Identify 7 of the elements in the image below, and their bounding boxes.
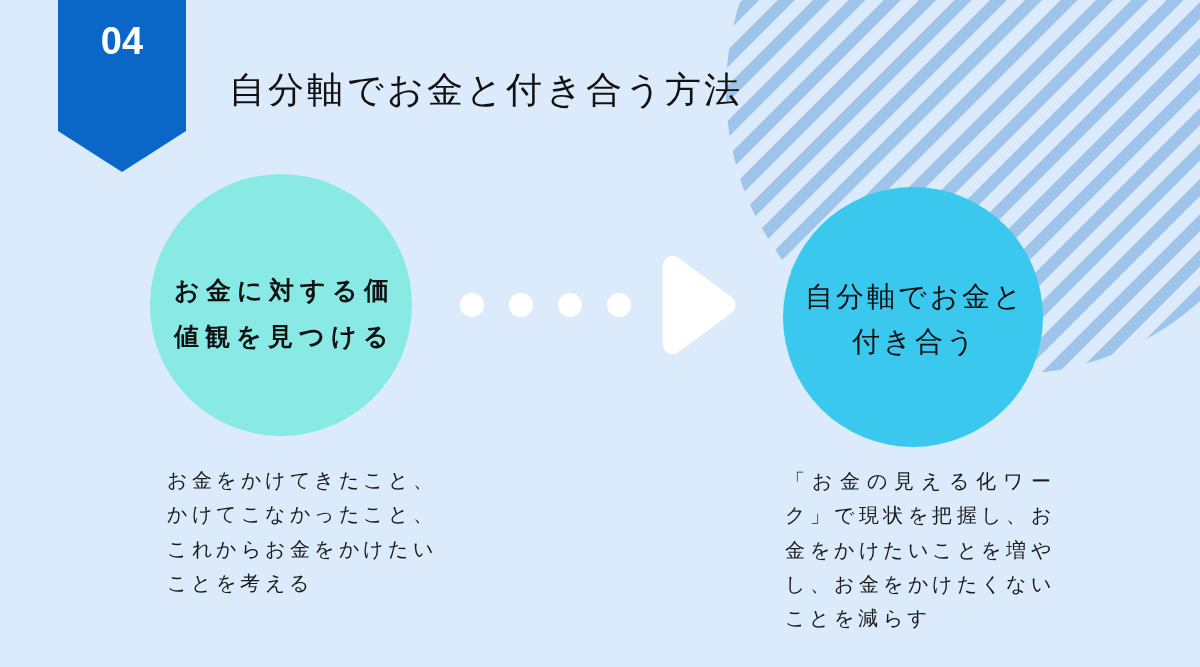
- page-title: 自分軸でお金と付き合う方法: [229, 68, 744, 112]
- step-description: お金をかけてきたこと、かけてこなかったこと、これからお金をかけたいことを考える: [167, 467, 437, 597]
- section-number: 04: [99, 19, 145, 63]
- step-description: 「お金の見える化ワーク」で現状を把握し、お金をかけたいことを増やし、お金をかけたくないことを減らす: [785, 468, 1055, 633]
- step-heading: 自分軸でお金と付き合う: [803, 278, 1026, 360]
- section-banner: [58, 0, 186, 172]
- step-heading: お金に対する価値観を見つける: [172, 275, 396, 353]
